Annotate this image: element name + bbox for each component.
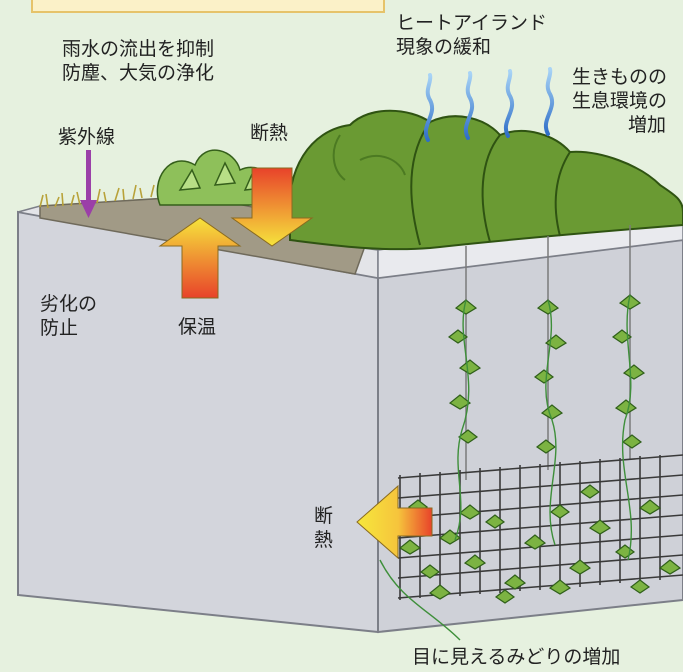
insulation-arrow-left bbox=[356, 484, 433, 560]
label-heat-retention: 保温 bbox=[178, 316, 217, 338]
insulation-arrow-down bbox=[230, 167, 314, 247]
uv-arrow bbox=[80, 150, 97, 218]
label-rainwater: 雨水の流出を抑制防塵、大気の浄化 bbox=[62, 38, 215, 84]
label-creatures: 生きものの 生息環境の 増加 bbox=[572, 66, 668, 136]
label-heat-island: ヒートアイランド現象の緩和 bbox=[396, 12, 548, 58]
title-box bbox=[31, 0, 385, 13]
ivy-tendrils bbox=[379, 294, 632, 641]
label-uv: 紫外線 bbox=[58, 126, 116, 148]
label-deterioration: 劣化の防止 bbox=[40, 293, 98, 339]
tree-canopy bbox=[288, 109, 683, 251]
label-insulation-roof: 断熱 bbox=[250, 122, 289, 144]
label-greenery: 目に見えるみどりの増加 bbox=[412, 646, 621, 668]
ivy-leaves bbox=[398, 294, 682, 604]
heat-retention-arrow-up bbox=[158, 217, 242, 299]
trellis-grid bbox=[397, 454, 683, 600]
label-insulation-wall: 断熱 bbox=[314, 505, 334, 551]
heat-wave-icon bbox=[424, 67, 554, 142]
